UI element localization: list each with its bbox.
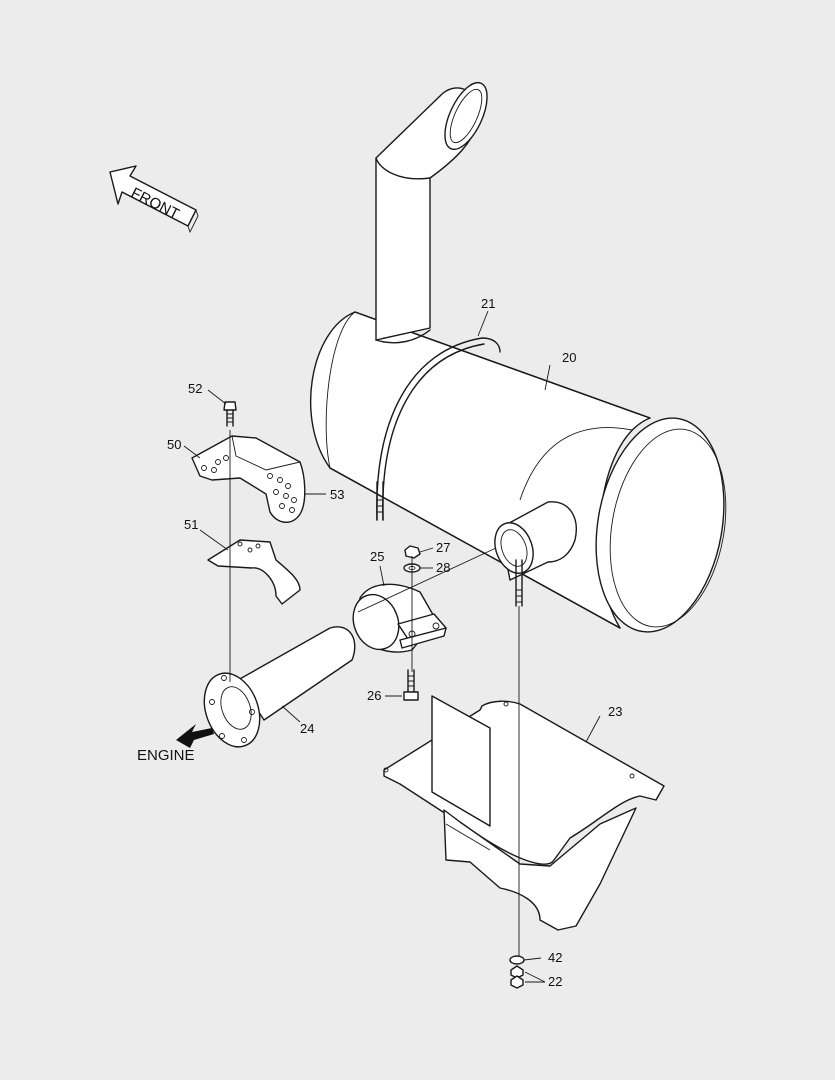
engine-label: ENGINE bbox=[137, 747, 195, 764]
pipe-clamp bbox=[352, 583, 447, 653]
exhaust-pipe-flange bbox=[203, 626, 356, 748]
front-arrow: FRONT bbox=[109, 165, 199, 234]
muffler-inlet bbox=[494, 501, 577, 607]
callout-27: 27 bbox=[436, 540, 450, 555]
engine-arrow: ENGINE bbox=[137, 724, 214, 764]
callout-numbers: 20 21 22 23 24 25 26 27 28 42 50 51 52 5… bbox=[167, 296, 622, 989]
callout-51: 51 bbox=[184, 517, 198, 532]
callout-20: 20 bbox=[562, 350, 576, 365]
lower-fasteners bbox=[509, 955, 525, 989]
u-bolt-band bbox=[376, 337, 501, 521]
leader-lines bbox=[183, 310, 601, 983]
callout-21: 21 bbox=[481, 296, 495, 311]
callout-26: 26 bbox=[367, 688, 381, 703]
callout-53: 53 bbox=[330, 487, 344, 502]
stack-pipe bbox=[375, 81, 488, 344]
muffler-support bbox=[383, 695, 665, 931]
screw-52 bbox=[223, 401, 237, 427]
callout-22: 22 bbox=[548, 974, 562, 989]
alignment-lines bbox=[229, 430, 520, 956]
callout-52: 52 bbox=[188, 381, 202, 396]
callout-24: 24 bbox=[300, 721, 314, 736]
heat-shield-bracket bbox=[191, 435, 306, 523]
callout-28: 28 bbox=[436, 560, 450, 575]
callout-25: 25 bbox=[370, 549, 384, 564]
callout-50: 50 bbox=[167, 437, 181, 452]
callout-23: 23 bbox=[608, 704, 622, 719]
callout-42: 42 bbox=[548, 950, 562, 965]
mounting-bracket bbox=[207, 539, 301, 605]
